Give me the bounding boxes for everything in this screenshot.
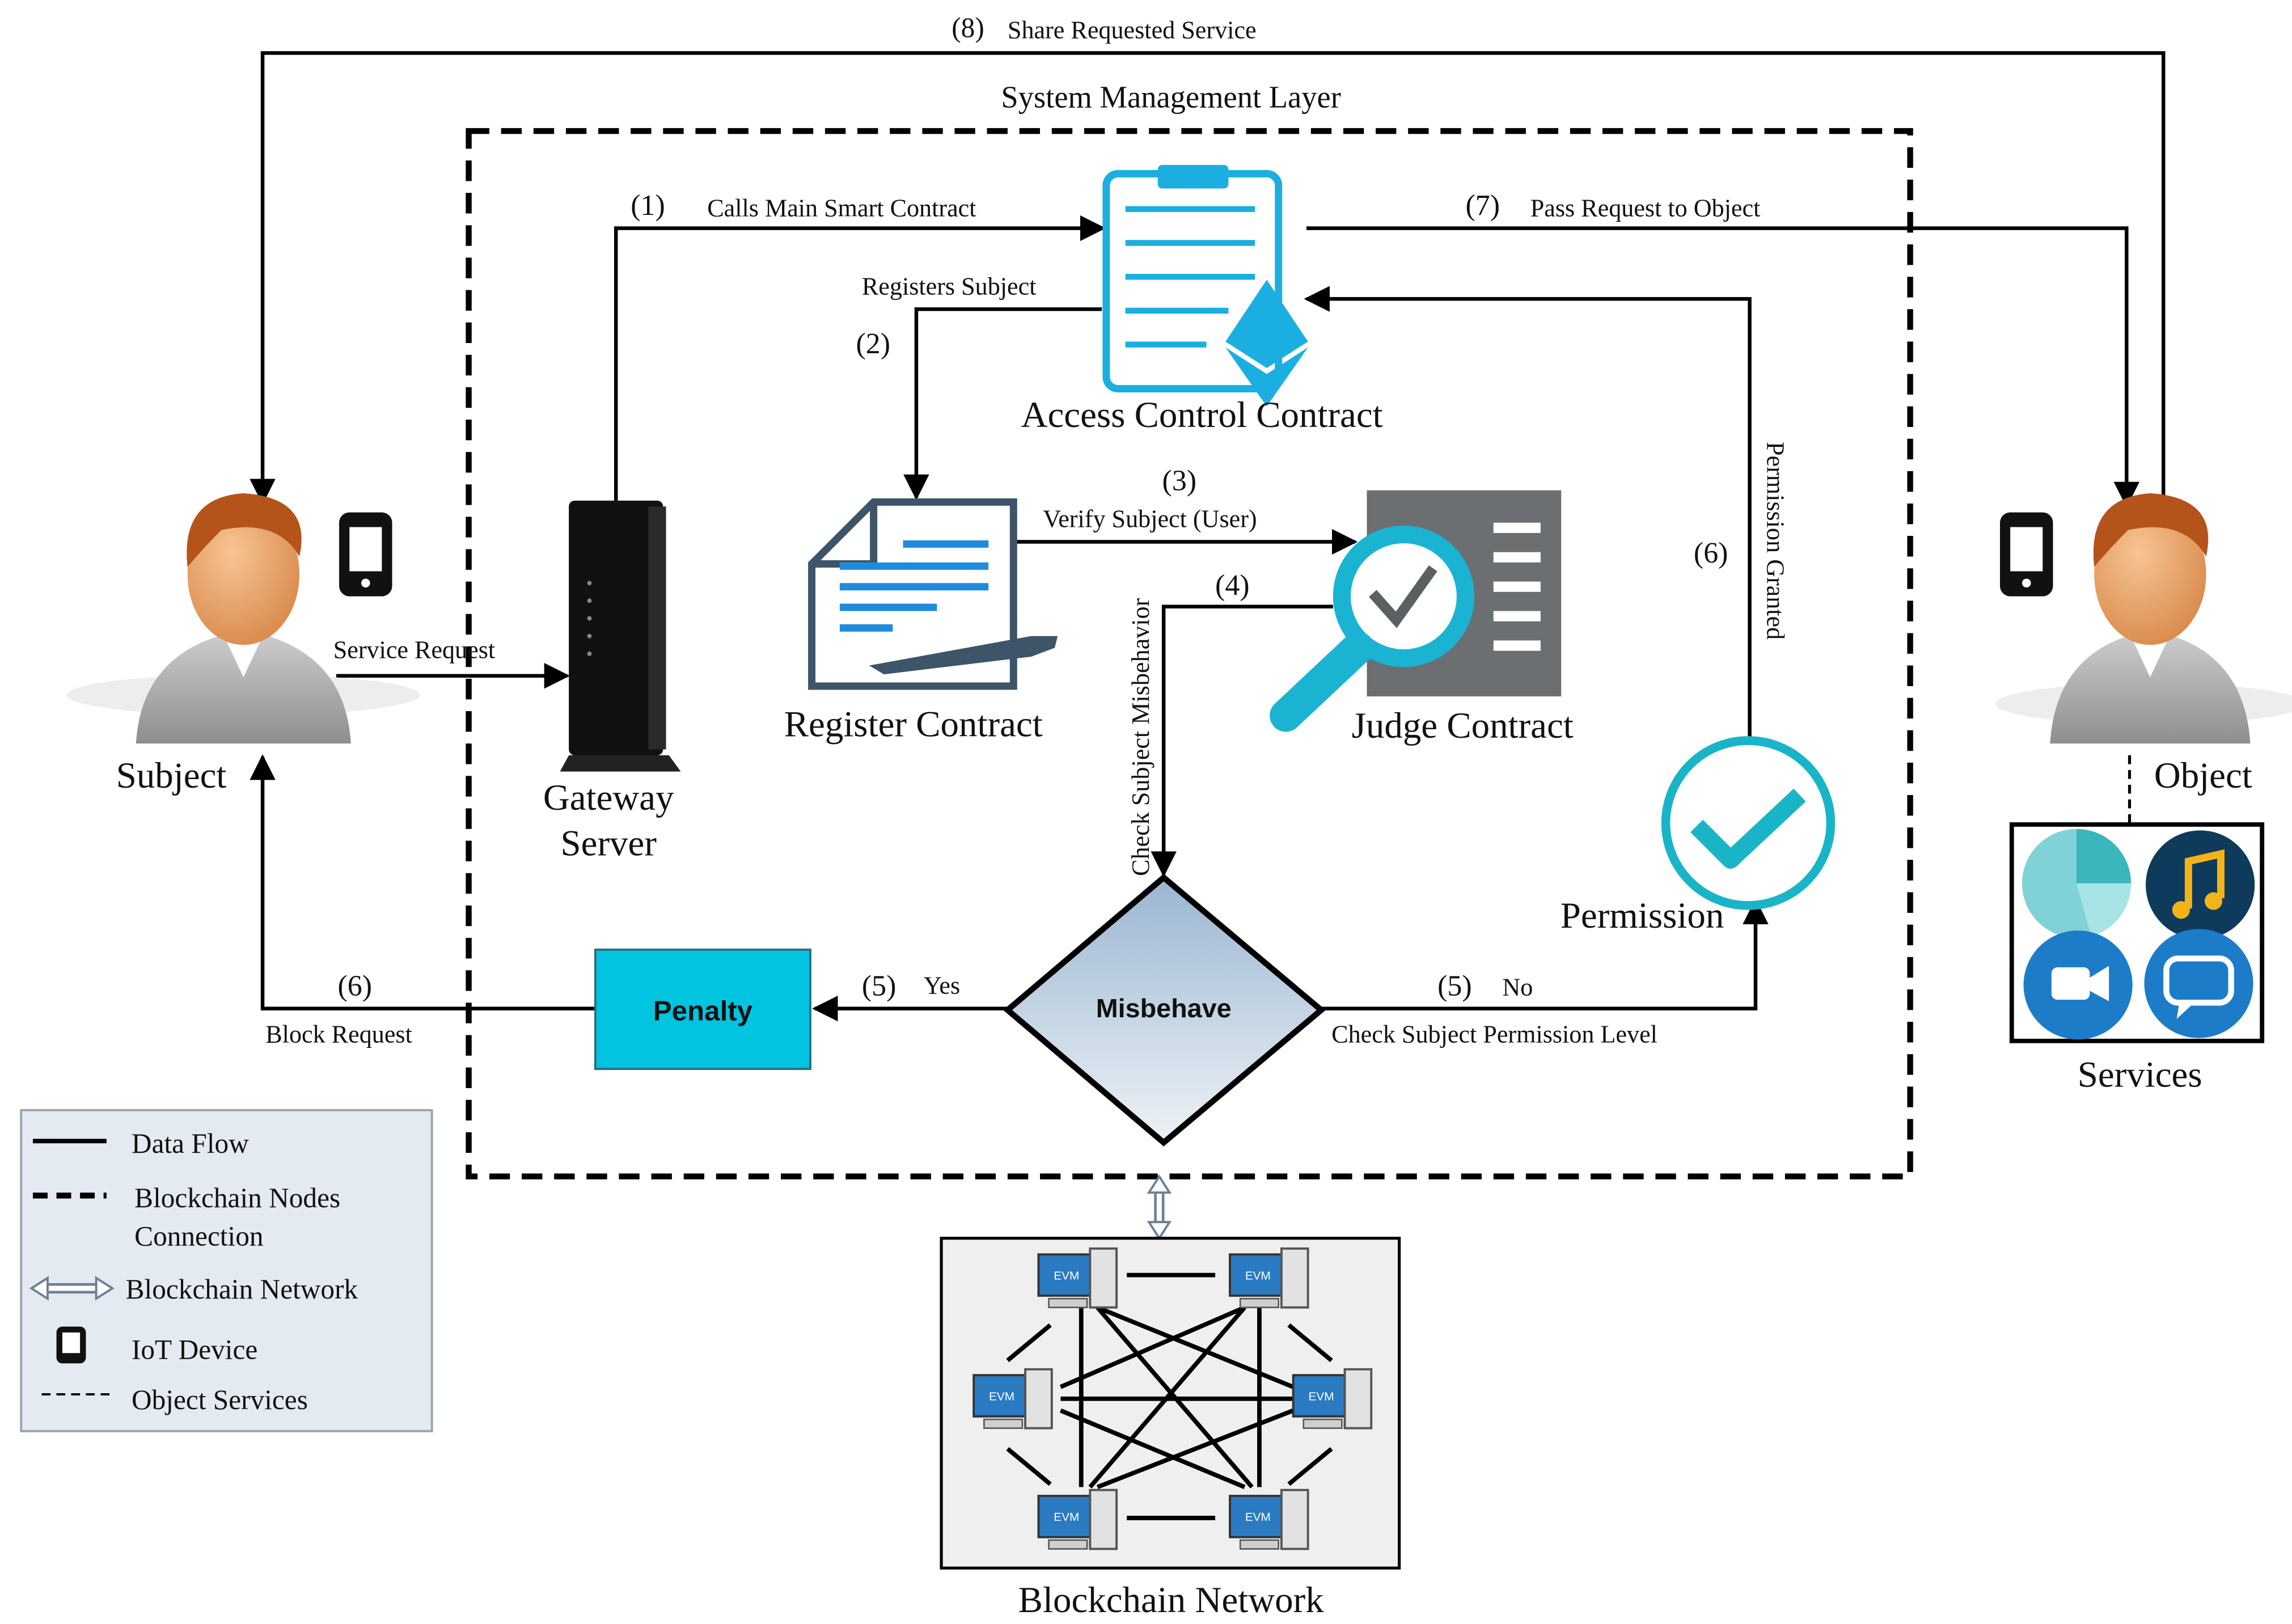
arrow-share-requested-service bbox=[250, 51, 2166, 505]
step1-label: Calls Main Smart Contract bbox=[707, 194, 976, 222]
phone-icon bbox=[339, 512, 392, 597]
subject-label: Subject bbox=[116, 755, 227, 796]
blockchain-links bbox=[1006, 1272, 1333, 1520]
svg-text:EVM: EVM bbox=[1308, 1390, 1334, 1403]
arrow-registers-subject bbox=[903, 307, 1102, 501]
document-pen-icon bbox=[808, 498, 1058, 690]
arrow-misbehave-no bbox=[1321, 898, 1769, 1010]
step6-right-label: Permission Granted bbox=[1762, 442, 1790, 640]
svg-text:EVM: EVM bbox=[1054, 1269, 1079, 1282]
step6-left-number: (6) bbox=[337, 970, 372, 1002]
legend-double-arrow-icon bbox=[29, 1276, 115, 1301]
access-control-contract-label: Access Control Contract bbox=[1021, 395, 1383, 435]
legend-blockchain-nodes-line1: Blockchain Nodes bbox=[134, 1182, 340, 1213]
legend-data-flow: Data Flow bbox=[132, 1128, 249, 1159]
clipboard-contract-icon bbox=[1102, 164, 1308, 407]
step6-left-label: Block Request bbox=[265, 1020, 412, 1048]
service-request-label: Service Request bbox=[333, 636, 496, 664]
gateway-label-line1: Gateway bbox=[543, 777, 674, 818]
legend-box bbox=[20, 1109, 433, 1432]
permission-label: Permission bbox=[1561, 895, 1724, 936]
legend-iot-device-icon bbox=[56, 1326, 86, 1364]
step3-number: (3) bbox=[1162, 465, 1197, 497]
layer-title: System Management Layer bbox=[1001, 80, 1341, 115]
arrow-block-request bbox=[250, 754, 595, 1010]
video-icon bbox=[2023, 931, 2133, 1040]
penalty-label: Penalty bbox=[653, 995, 753, 1026]
step5-no-number: (5) bbox=[1437, 970, 1472, 1002]
evm-computer-icon: EVM bbox=[1292, 1368, 1373, 1430]
legend-blockchain-network: Blockchain Network bbox=[126, 1274, 358, 1305]
svg-text:EVM: EVM bbox=[1245, 1511, 1271, 1524]
step2-number: (2) bbox=[856, 328, 890, 360]
arrow-pass-request bbox=[1306, 226, 2140, 508]
system-management-layer-box bbox=[466, 128, 1913, 1179]
step5-no-sublabel: Check Subject Permission Level bbox=[1331, 1020, 1657, 1048]
step5-no-label: No bbox=[1502, 973, 1533, 1001]
register-contract-label: Register Contract bbox=[784, 704, 1043, 745]
pie-chart-icon bbox=[2022, 828, 2132, 938]
evm-computer-icon: EVM bbox=[1037, 1488, 1118, 1550]
svg-text:EVM: EVM bbox=[1054, 1511, 1079, 1524]
step1-number: (1) bbox=[631, 189, 665, 222]
evm-computer-icon: EVM bbox=[1229, 1247, 1309, 1309]
router-icon bbox=[560, 500, 681, 772]
step5-yes-number: (5) bbox=[862, 970, 896, 1002]
legend-iot-device: IoT Device bbox=[132, 1334, 257, 1365]
arrow-permission-granted bbox=[1304, 286, 1752, 739]
penalty-box bbox=[594, 948, 811, 1071]
checkmark-circle-icon bbox=[1661, 736, 1836, 910]
legend-blockchain-nodes-line2: Connection bbox=[134, 1221, 263, 1252]
step8-number: (8) bbox=[952, 12, 984, 43]
step4-label: Check Subject Misbehavior bbox=[1127, 598, 1155, 876]
evm-computer-icon: EVM bbox=[1037, 1247, 1118, 1309]
evm-computer-icon: EVM bbox=[1229, 1488, 1309, 1550]
subject-person-icon bbox=[66, 493, 420, 744]
phone-icon bbox=[2000, 512, 2053, 597]
step6-right-number: (6) bbox=[1694, 537, 1728, 569]
gateway-label-line2: Server bbox=[561, 823, 657, 864]
step4-number: (4) bbox=[1215, 569, 1250, 602]
step2-label: Registers Subject bbox=[862, 272, 1037, 300]
step7-label: Pass Request to Object bbox=[1530, 194, 1761, 222]
legend: Data Flow Blockchain Nodes Connection Bl… bbox=[20, 1109, 433, 1432]
services-label: Services bbox=[2078, 1054, 2202, 1095]
blockchain-network-label: Blockchain Network bbox=[1018, 1580, 1324, 1621]
step8-label: Share Requested Service bbox=[1008, 16, 1257, 44]
object-person-icon bbox=[1995, 493, 2292, 744]
arrow-calls-main-contract bbox=[614, 215, 1106, 501]
music-icon bbox=[2146, 830, 2255, 940]
object-label: Object bbox=[2154, 755, 2252, 796]
step3-label: Verify Subject (User) bbox=[1043, 505, 1257, 533]
svg-text:EVM: EVM bbox=[1245, 1269, 1271, 1282]
chat-icon bbox=[2144, 929, 2253, 1038]
blockchain-link-arrow bbox=[1147, 1174, 1172, 1241]
judge-contract-label: Judge Contract bbox=[1352, 705, 1574, 746]
evm-computer-icon: EVM bbox=[972, 1368, 1053, 1430]
arrow-check-misbehavior bbox=[1151, 604, 1333, 877]
legend-object-services: Object Services bbox=[132, 1384, 308, 1415]
misbehave-label: Misbehave bbox=[1096, 993, 1232, 1023]
step5-yes-label: Yes bbox=[924, 972, 960, 1000]
svg-text:EVM: EVM bbox=[989, 1390, 1014, 1403]
magnifier-check-icon bbox=[1270, 490, 1562, 732]
step7-number: (7) bbox=[1465, 189, 1500, 222]
misbehave-diamond bbox=[1003, 873, 1326, 1147]
